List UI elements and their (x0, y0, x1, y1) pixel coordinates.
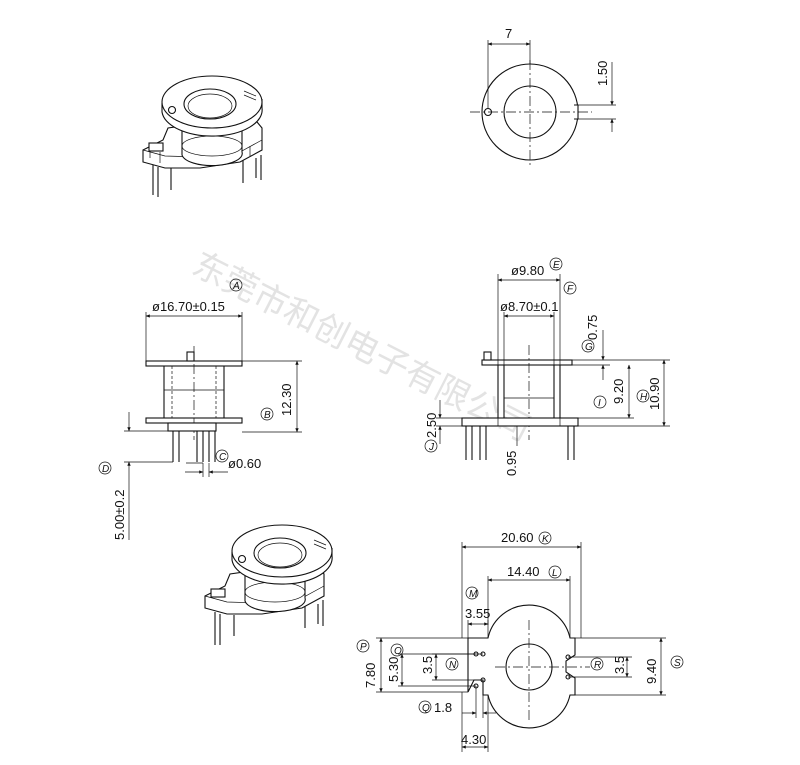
dim-right-slot-span: 3.5 (612, 656, 627, 674)
label-n: N (449, 660, 457, 671)
section-view: ø9.80 E ø8.70±0.1 F 0.75 G 9.20 I 10.90 … (424, 257, 670, 476)
label-j: J (428, 442, 435, 453)
label-q: Q (422, 703, 430, 714)
label-g: G (585, 342, 593, 353)
top-view: 7 1.50 (470, 26, 616, 168)
isometric-view-top (142, 75, 263, 197)
label-p: P (360, 642, 367, 653)
label-i: I (598, 398, 601, 409)
label-f: F (567, 284, 574, 295)
label-e: E (553, 260, 560, 271)
dim-core-outer-diameter: ø9.80 (511, 263, 544, 278)
dim-winding-height: 9.20 (611, 379, 626, 404)
dim-pin-row-span: 7.80 (363, 663, 378, 688)
isometric-view-bottom (204, 524, 333, 645)
label-k: K (542, 534, 550, 545)
dim-pin-diameter: ø0.60 (228, 456, 261, 471)
dim-base-depth: 9.40 (644, 659, 659, 684)
dim-core-inner-diameter: ø8.70±0.1 (500, 299, 558, 314)
dim-flange-thickness: 0.75 (585, 315, 600, 340)
dim-top-slot-width: 1.50 (595, 61, 610, 86)
dim-top-slot-offset: 7 (505, 26, 512, 41)
dim-pin-span: 14.40 (507, 564, 540, 579)
dim-base-width: 20.60 (501, 530, 534, 545)
label-m: M (469, 589, 478, 600)
dim-flange-diameter: ø16.70±0.15 (152, 299, 225, 314)
label-c: C (219, 452, 227, 463)
label-s: S (674, 658, 681, 669)
dim-base-height: 2.50 (424, 413, 439, 438)
label-l: L (552, 568, 558, 579)
label-d: D (102, 464, 109, 475)
dim-inner-pin-span: 5.30 (386, 657, 401, 682)
front-view: ø16.70±0.15 A 12.30 B 5.00±0.2 D C ø0.60 (98, 278, 302, 540)
dim-left-overhang: 4.30 (461, 732, 486, 747)
dim-base-step: 0.95 (504, 451, 519, 476)
dim-left-slot-span: 3.5 (420, 656, 435, 674)
label-r: R (594, 660, 601, 671)
dim-total-height: 10.90 (647, 377, 662, 410)
label-b: B (264, 410, 271, 421)
dim-pin-pitch: 1.8 (434, 700, 452, 715)
label-h: H (640, 392, 648, 403)
label-a: A (232, 281, 240, 292)
label-o: O (394, 646, 402, 657)
dim-pin-length: 5.00±0.2 (112, 489, 127, 540)
dim-height: 12.30 (279, 383, 294, 416)
bottom-view: 20.60 K 14.40 L 3.55 M 7.80 P 5.30 O (356, 530, 684, 752)
dim-left-pin-offset: 3.55 (465, 606, 490, 621)
